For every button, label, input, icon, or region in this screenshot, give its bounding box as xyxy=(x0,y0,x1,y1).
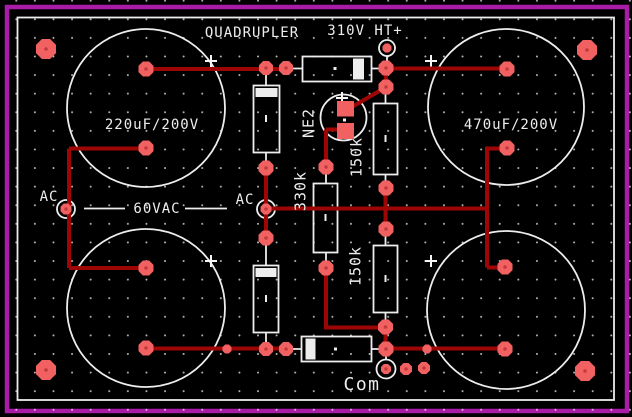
pad-hole xyxy=(264,236,268,240)
pad-hole xyxy=(583,369,587,373)
pad-hole xyxy=(144,266,148,270)
pad-hole xyxy=(264,66,268,70)
cap-top-right-outline[interactable] xyxy=(427,28,585,186)
ac-right-label: AC xyxy=(235,192,255,208)
common-label: Com xyxy=(343,374,381,395)
pad-hole xyxy=(384,367,388,371)
page-title: QUADRUPLER xyxy=(204,25,300,41)
pad-hole xyxy=(384,186,388,190)
pad-hole xyxy=(324,165,328,169)
diode-bottom-vertical[interactable] xyxy=(252,238,280,349)
pad-hole xyxy=(585,48,589,52)
pad-hole xyxy=(264,166,268,170)
pad-hole xyxy=(505,67,509,71)
pad-hole xyxy=(144,346,148,350)
resistor-middle-label: 330k xyxy=(291,170,310,212)
resistor-150k-bottom[interactable] xyxy=(372,229,399,327)
cap-top-right-label: 470uF/200V xyxy=(463,117,559,133)
pad-hole xyxy=(264,347,268,351)
pad-hole xyxy=(44,47,48,51)
pad-hole xyxy=(503,265,507,269)
pad-hole xyxy=(284,66,288,70)
pad-hole xyxy=(505,146,509,150)
pad-hole xyxy=(64,207,68,211)
pad-hole xyxy=(324,266,328,270)
trace-right-vertical[interactable] xyxy=(485,146,505,270)
pad-hole xyxy=(503,347,507,351)
polarity-plus-marks xyxy=(205,55,437,267)
winding-label: 60VAC xyxy=(133,201,181,217)
cap-top-left-outline[interactable] xyxy=(66,28,226,188)
diode-top-horizontal[interactable] xyxy=(286,55,386,83)
diode-bottom-horizontal[interactable] xyxy=(286,335,386,363)
pad-hole xyxy=(384,66,388,70)
pad-hole xyxy=(384,347,388,351)
ac-left-label: AC xyxy=(39,189,59,205)
ht-plus-label: 310V HT+ xyxy=(327,23,403,39)
cap-bottom-right-outline[interactable] xyxy=(426,230,586,390)
pad-hole xyxy=(384,227,388,231)
pad-hole xyxy=(404,367,408,371)
cap-bottom-left-outline[interactable] xyxy=(66,228,226,388)
plus-mark xyxy=(425,255,437,267)
diode-top-vertical[interactable] xyxy=(252,69,281,168)
pad-hole xyxy=(44,368,48,372)
resistor-330k[interactable] xyxy=(312,167,339,268)
resistor-top-label: 150k xyxy=(347,136,366,178)
pad-hole xyxy=(383,325,388,329)
diode-cathode-band xyxy=(353,58,364,80)
diode-cathode-band xyxy=(255,268,277,277)
plus-mark xyxy=(425,55,437,67)
diode-cathode-band xyxy=(305,338,316,360)
pad-hole xyxy=(284,347,288,351)
pad[interactable] xyxy=(222,344,232,354)
cap-top-left-label: 220uF/200V xyxy=(104,117,200,133)
pad-hole xyxy=(384,85,388,89)
pad[interactable] xyxy=(382,43,392,53)
neon-lamp-label: NE2 xyxy=(299,107,318,139)
neon-lamp-origin-dot xyxy=(343,118,346,122)
resistor-150k-top[interactable] xyxy=(372,88,399,188)
pad-hole xyxy=(422,366,426,370)
pad-hole xyxy=(144,67,148,71)
pad-hole xyxy=(144,146,148,150)
resistor-bottom-label: 150k xyxy=(346,245,365,287)
neon-lamp-pads[interactable] xyxy=(337,101,354,139)
pad-hole xyxy=(264,207,268,211)
pad[interactable] xyxy=(422,344,432,354)
diode-cathode-band xyxy=(255,88,278,97)
